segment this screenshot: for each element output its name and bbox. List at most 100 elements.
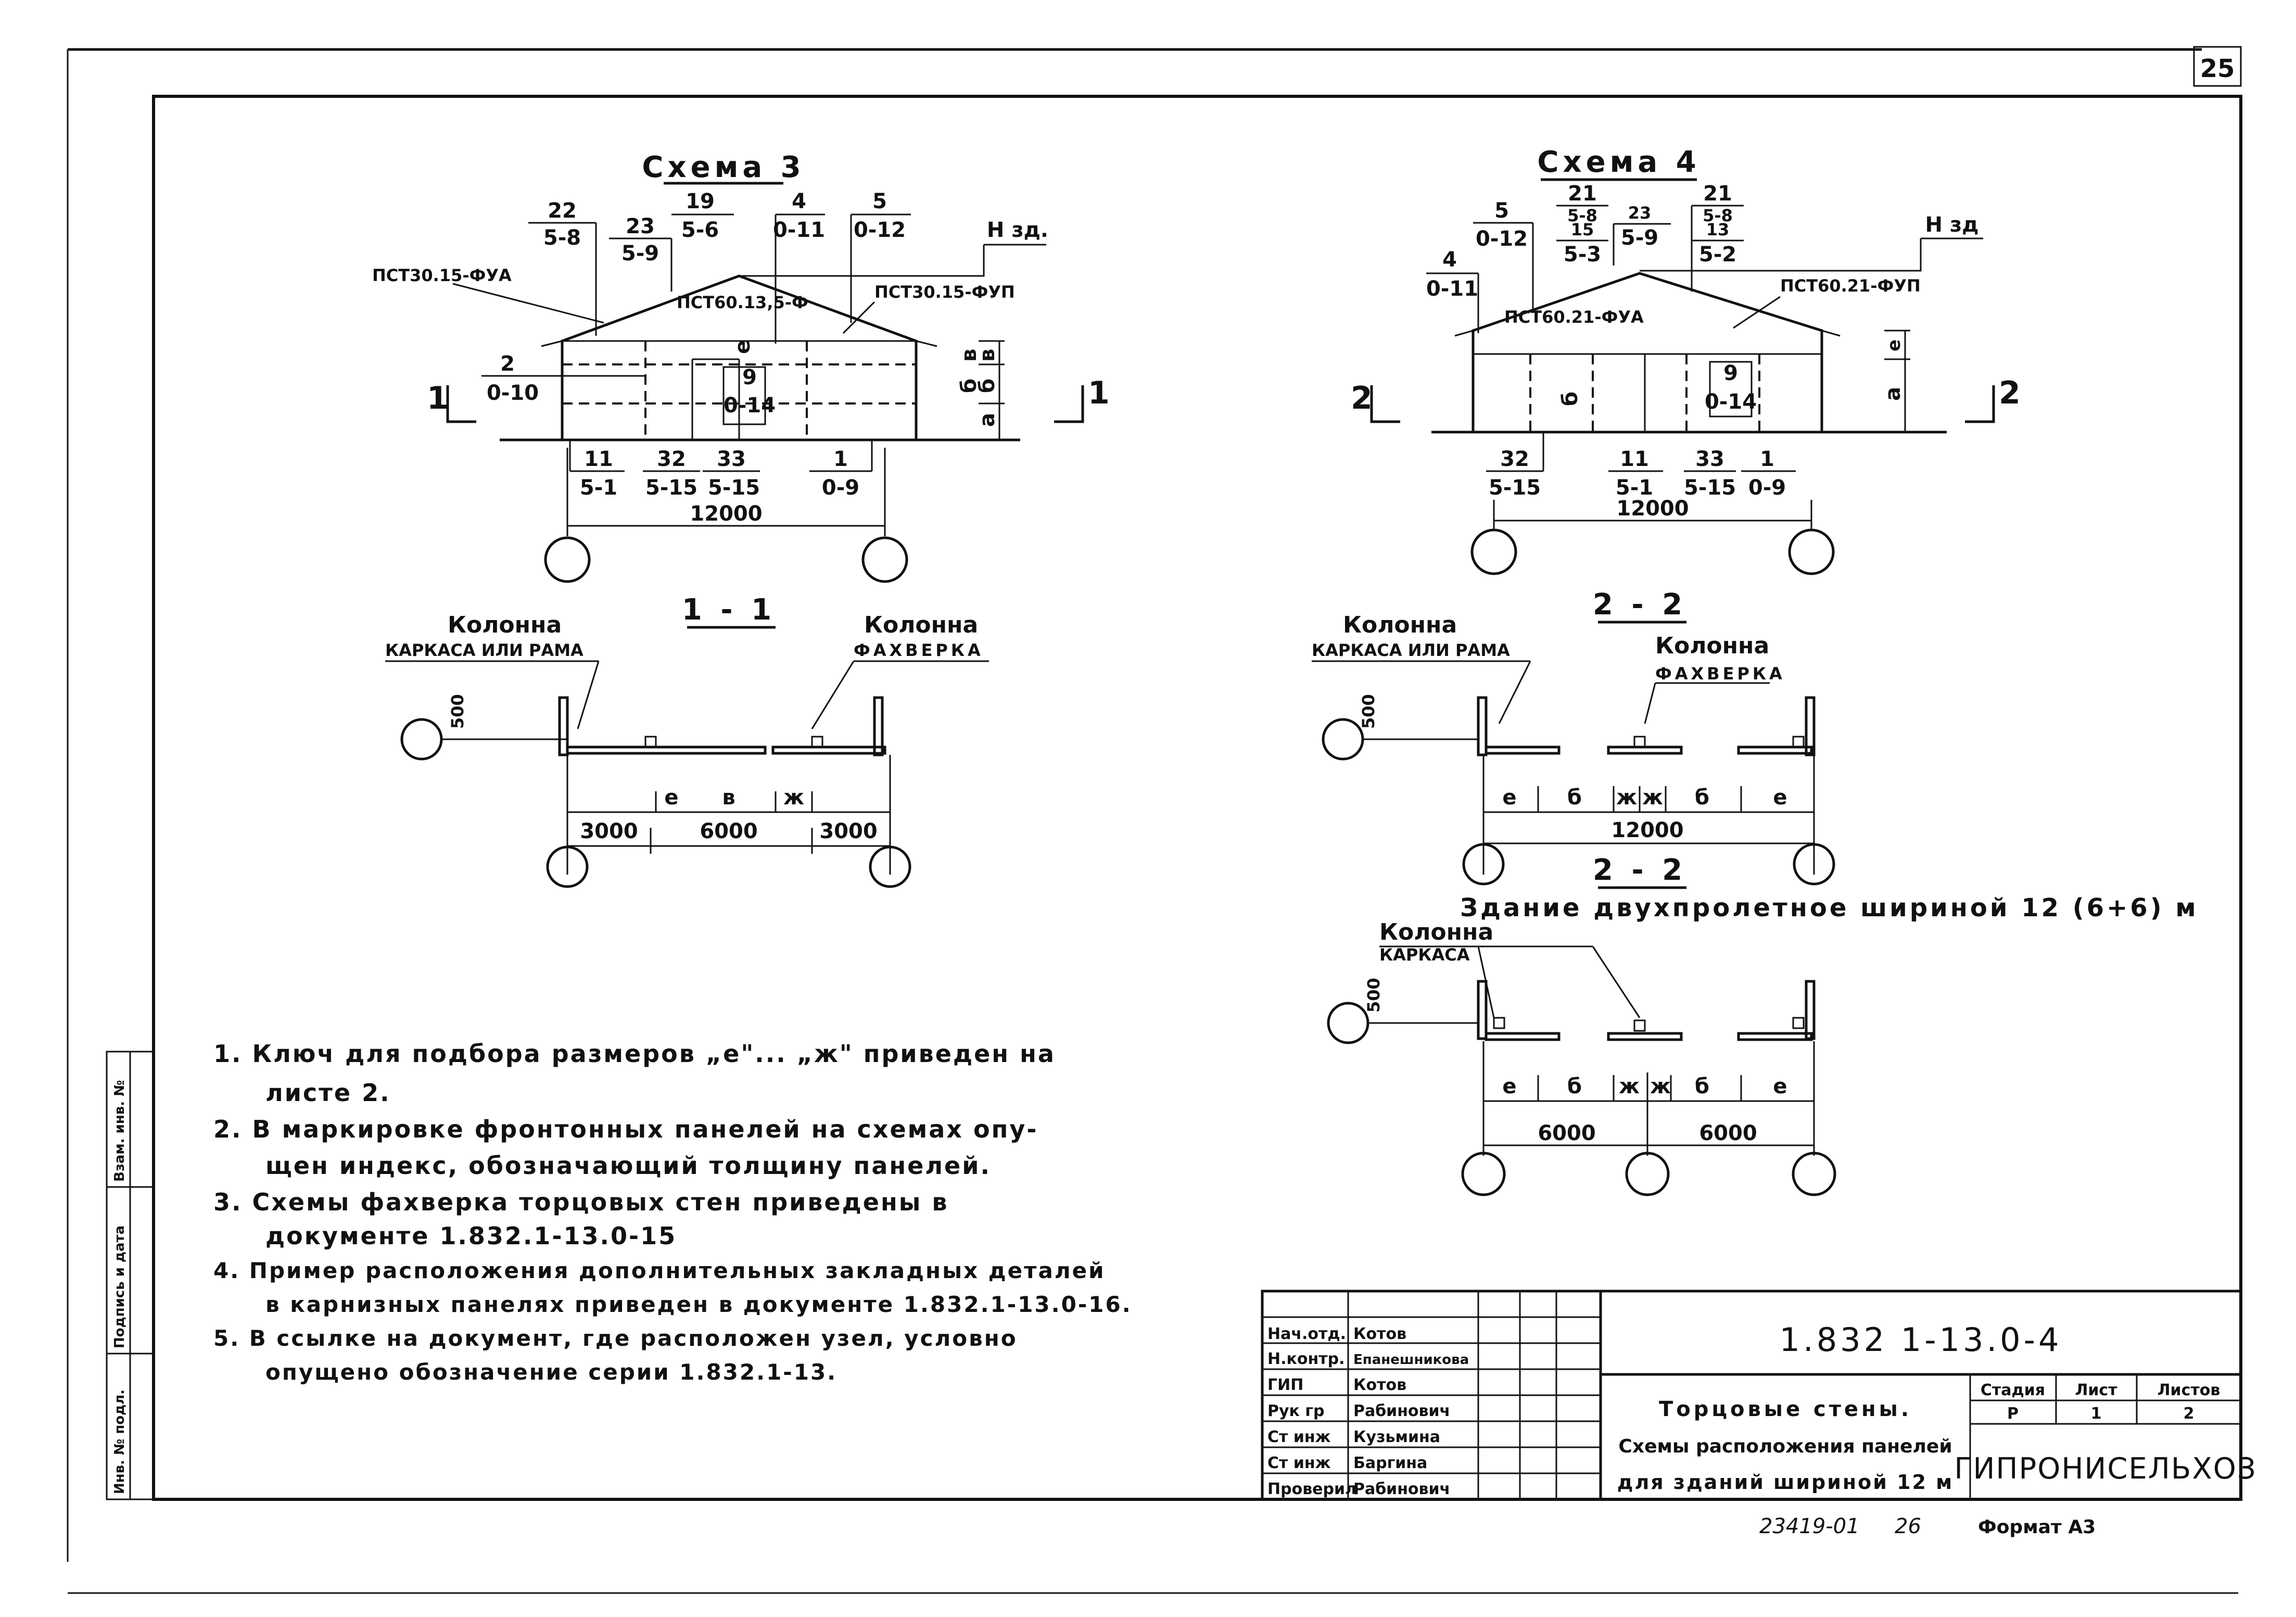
svg-text:б: б xyxy=(1695,786,1709,810)
svg-text:КАРКАСА: КАРКАСА xyxy=(1379,945,1470,965)
svg-text:0-12: 0-12 xyxy=(854,218,906,242)
scheme-4-outline xyxy=(1472,272,1823,432)
svg-text:Формат А3: Формат А3 xyxy=(1978,1517,2096,1538)
svg-text:Колонна: Колонна xyxy=(1343,612,1457,638)
svg-text:5-2: 5-2 xyxy=(1699,243,1736,267)
scheme-3-bottom-fractions: 11 5-1 32 5-15 33 5-15 1 0-9 xyxy=(569,440,873,500)
section-2-2a-title: 2 - 2 xyxy=(1593,588,1686,622)
svg-text:1: 1 xyxy=(427,380,449,416)
svg-text:0-14: 0-14 xyxy=(724,394,776,418)
svg-text:5-3: 5-3 xyxy=(1564,243,1601,267)
margin-stamp-inv: Взам. инв. № xyxy=(112,1080,128,1182)
svg-text:Епанешникова: Епанешникова xyxy=(1353,1352,1469,1368)
svg-text:5-9: 5-9 xyxy=(1621,226,1658,250)
svg-text:ж: ж xyxy=(1642,786,1663,810)
svg-text:Колонна: Колонна xyxy=(448,612,562,638)
svg-text:32: 32 xyxy=(1500,447,1529,471)
notes: 1. Ключ для подбора размеров „е"... „ж" … xyxy=(213,1040,1132,1385)
svg-text:ж: ж xyxy=(1650,1075,1671,1098)
scheme-4: Схема 4 а е б 5 0-12 21 5-8 15 5 xyxy=(1351,145,2021,575)
svg-text:Рабинович: Рабинович xyxy=(1353,1480,1450,1498)
svg-text:5-9: 5-9 xyxy=(621,242,659,266)
svg-text:0-10: 0-10 xyxy=(487,381,539,405)
note-line: листе 2. xyxy=(265,1079,391,1107)
svg-text:5: 5 xyxy=(872,190,887,213)
svg-text:КАРКАСА ИЛИ РАМА: КАРКАСА ИЛИ РАМА xyxy=(1312,640,1510,660)
svg-text:5-1: 5-1 xyxy=(580,476,617,500)
section-1-1: 1 - 1 Колонна КАРКАСА ИЛИ РАМА Колонна Ф… xyxy=(385,593,989,888)
note-line: в карнизных панелях приведен в документе… xyxy=(265,1292,1132,1317)
svg-text:а: а xyxy=(975,413,999,427)
axis-bubble xyxy=(544,536,591,583)
sheet-number: 25 xyxy=(2200,54,2235,83)
svg-text:Листов: Листов xyxy=(2158,1381,2221,1399)
scheme-4-top-fractions: 5 0-12 21 5-8 15 5-3 23 5-9 21 5-8 13 5-… xyxy=(1473,182,1744,312)
svg-text:11: 11 xyxy=(1620,447,1649,471)
svg-text:е: е xyxy=(664,786,678,810)
note-line: 1. Ключ для подбора размеров „е"... „ж" … xyxy=(213,1040,1056,1068)
svg-text:е: е xyxy=(731,340,755,354)
svg-text:4: 4 xyxy=(792,190,806,213)
axis-bubble xyxy=(1470,528,1517,575)
svg-text:Кузьмина: Кузьмина xyxy=(1353,1428,1440,1446)
axis-bubble xyxy=(869,845,911,888)
svg-text:Нач.отд.: Нач.отд. xyxy=(1267,1325,1346,1343)
axis-bubble xyxy=(1462,843,1505,886)
axis-bubble xyxy=(1792,1152,1836,1196)
axis-bubble xyxy=(1461,1152,1506,1196)
section-2-2-single: 2 - 2 Колонна КАРКАСА ИЛИ РАМА Колонна Ф… xyxy=(1312,588,1835,886)
svg-text:Стадия: Стадия xyxy=(1981,1381,2045,1399)
note-line: 3. Схемы фахверка торцовых стен приведен… xyxy=(213,1188,949,1216)
svg-text:б: б xyxy=(1558,391,1582,406)
svg-text:б: б xyxy=(1567,1075,1582,1098)
scheme-4-label-left: ПСТ60.21-ФУА xyxy=(1504,307,1644,327)
axis-bubble xyxy=(546,845,589,888)
svg-text:500: 500 xyxy=(448,694,467,729)
margin-stamp-sign: Подпись и дата xyxy=(112,1226,128,1348)
svg-text:0-9: 0-9 xyxy=(822,476,859,500)
svg-text:Схемы расположения панелей: Схемы расположения панелей xyxy=(1618,1436,1952,1457)
note-line: документе 1.832.1-13.0-15 xyxy=(265,1222,677,1250)
svg-text:ФАХВЕРКА: ФАХВЕРКА xyxy=(854,640,984,660)
svg-text:ГИП: ГИП xyxy=(1267,1376,1303,1394)
svg-text:Рабинович: Рабинович xyxy=(1353,1402,1450,1420)
svg-text:е: е xyxy=(1502,1075,1516,1098)
scheme-3-title: Схема 3 xyxy=(642,150,805,184)
svg-text:9: 9 xyxy=(1723,361,1738,385)
svg-text:6000: 6000 xyxy=(700,819,757,843)
svg-text:12000: 12000 xyxy=(1611,818,1683,842)
svg-text:е: е xyxy=(1884,339,1905,351)
svg-text:ж: ж xyxy=(1616,786,1637,810)
svg-text:5: 5 xyxy=(1494,199,1509,223)
svg-text:23419-01: 23419-01 xyxy=(1759,1514,1860,1538)
svg-text:2: 2 xyxy=(500,352,515,376)
svg-text:11: 11 xyxy=(584,447,613,471)
title-block: Нач.отд. Котов Н.контр. Епанешникова ГИП… xyxy=(1261,1290,2256,1538)
section-2-2b-title: 2 - 2 xyxy=(1593,853,1686,887)
svg-text:5-1: 5-1 xyxy=(1616,476,1653,500)
svg-text:в: в xyxy=(957,349,981,362)
svg-text:Рук гр: Рук гр xyxy=(1267,1402,1325,1420)
svg-text:Котов: Котов xyxy=(1353,1325,1406,1343)
svg-text:Ст инж: Ст инж xyxy=(1267,1454,1331,1472)
svg-text:0-11: 0-11 xyxy=(1426,277,1478,301)
svg-text:500: 500 xyxy=(1359,694,1378,729)
svg-text:б: б xyxy=(1567,786,1582,810)
svg-text:21: 21 xyxy=(1703,182,1732,206)
svg-text:в: в xyxy=(722,786,735,810)
svg-text:е: е xyxy=(1502,786,1516,810)
svg-text:в: в xyxy=(975,349,999,362)
svg-text:5-6: 5-6 xyxy=(681,218,719,242)
svg-text:5-8: 5-8 xyxy=(543,226,581,250)
svg-text:ФАХВЕРКА: ФАХВЕРКА xyxy=(1655,664,1785,684)
note-line: 2. В маркировке фронтонных панелей на сх… xyxy=(213,1115,1038,1143)
svg-text:2: 2 xyxy=(1999,375,2021,411)
axis-bubble xyxy=(1625,1152,1670,1196)
svg-text:Торцовые стены.: Торцовые стены. xyxy=(1659,1397,1912,1421)
axis-bubble xyxy=(1793,843,1835,886)
svg-text:22: 22 xyxy=(548,199,577,223)
svg-text:3000: 3000 xyxy=(819,819,877,843)
svg-text:Р: Р xyxy=(2007,1405,2019,1423)
svg-text:5-8: 5-8 xyxy=(1703,206,1733,225)
svg-text:13: 13 xyxy=(1706,220,1730,239)
